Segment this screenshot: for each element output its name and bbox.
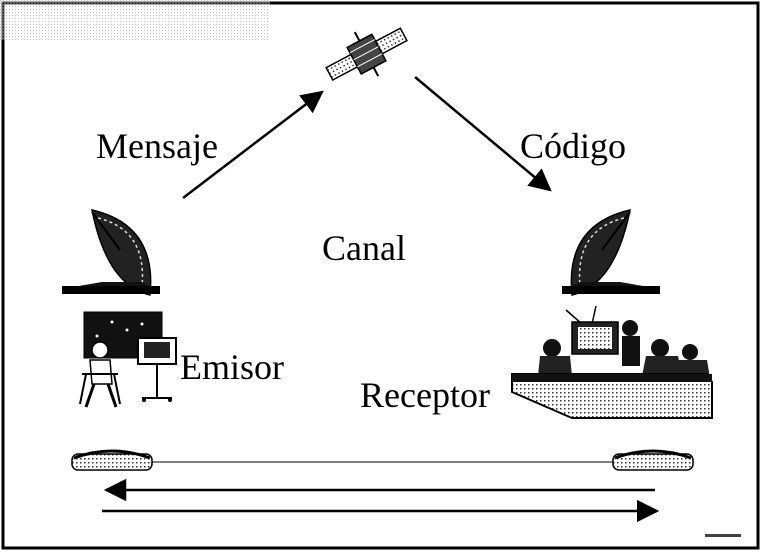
control-room-icon (511, 305, 713, 419)
satellite-dish-icon (562, 209, 660, 296)
telephone-icon (71, 449, 153, 471)
scan-mark (705, 534, 741, 537)
code-arrow (414, 76, 552, 192)
code-label: Código (520, 126, 627, 166)
sender-label: Emisor (180, 347, 284, 387)
message-label: Mensaje (96, 126, 218, 166)
scan-noise (0, 0, 270, 40)
satellite-dish-icon (62, 209, 160, 296)
channel-label: Canal (322, 228, 406, 268)
receiver-label: Receptor (360, 375, 490, 415)
telephone-icon (612, 449, 694, 471)
presenter-icon (79, 311, 177, 408)
message-arrow (182, 90, 324, 199)
satellite-icon (325, 27, 408, 82)
